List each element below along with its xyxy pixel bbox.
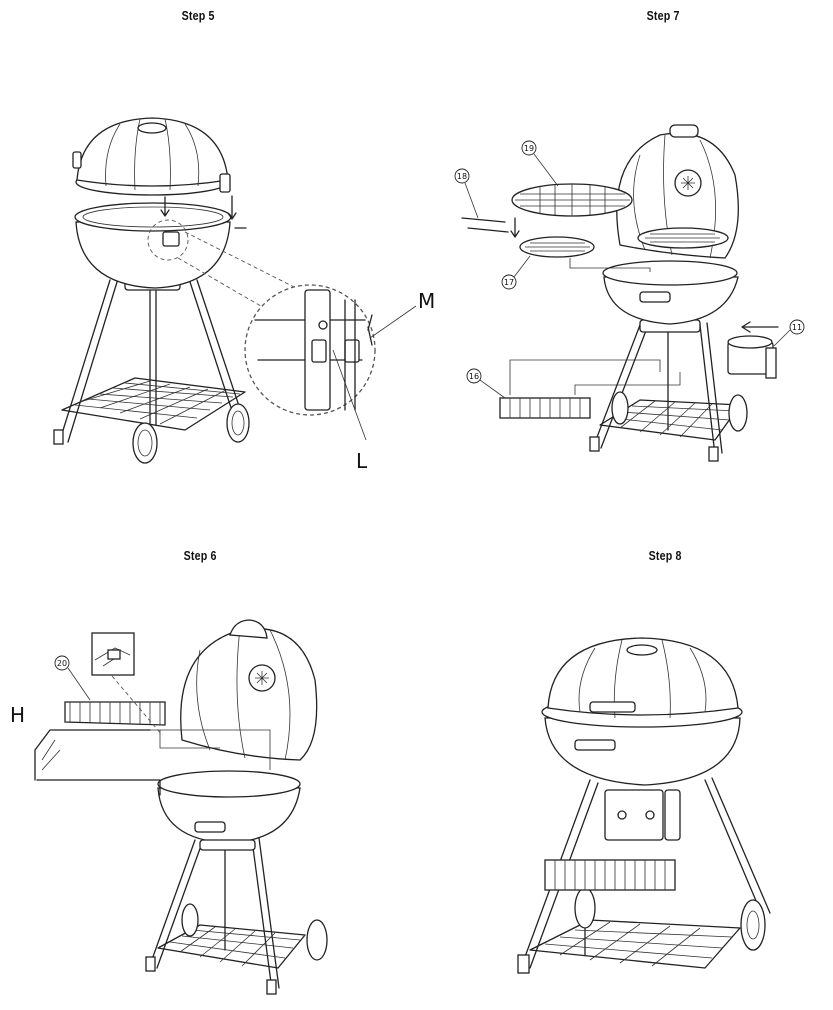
step-5-title: Step 5 <box>181 8 215 23</box>
svg-text:20: 20 <box>57 659 67 668</box>
wheel-right <box>740 899 766 951</box>
step-8-illustration <box>517 637 771 974</box>
wheel-right <box>226 403 250 443</box>
kettle-lid-open <box>180 628 318 761</box>
leg-foot-left <box>53 429 64 445</box>
callout-20 <box>54 655 70 671</box>
tool-basket <box>544 859 676 891</box>
step-7-illustration: 19 18 17 16 11 <box>454 124 805 462</box>
kettle-bowl <box>75 221 231 289</box>
bottom-grate <box>529 919 741 969</box>
label-m: M <box>418 289 435 313</box>
ash-pan <box>604 789 664 841</box>
kettle-bowl <box>603 276 739 325</box>
label-h: H <box>10 703 25 727</box>
bowl-rim <box>157 770 301 798</box>
step-6-title: Step 6 <box>183 548 217 563</box>
bowl-handle-bracket <box>162 231 180 247</box>
step-5-illustration: M L <box>53 117 435 473</box>
callout-19 <box>521 140 537 156</box>
svg-text:16: 16 <box>469 372 479 381</box>
kettle-lid <box>547 637 739 716</box>
kettle-bowl <box>544 717 741 786</box>
bowl-rim <box>602 260 738 286</box>
label-l: L <box>356 449 368 473</box>
lid-vent <box>626 644 658 656</box>
callout-11 <box>789 319 805 335</box>
svg-text:18: 18 <box>457 172 467 181</box>
kettle-lid-open <box>616 132 739 259</box>
lid-handle <box>589 701 636 713</box>
step-7-title: Step 7 <box>646 8 680 23</box>
lid-vent <box>137 122 167 134</box>
step-8-title: Step 8 <box>648 548 682 563</box>
tool-basket <box>499 397 591 419</box>
step-6-illustration: H 20 <box>10 619 328 995</box>
callout-17 <box>501 274 517 290</box>
svg-text:19: 19 <box>524 144 534 153</box>
callout-16 <box>466 368 482 384</box>
kettle-lid <box>76 117 229 187</box>
svg-text:11: 11 <box>792 323 802 332</box>
wheel-left <box>132 422 158 464</box>
callout-18 <box>454 168 470 184</box>
svg-text:17: 17 <box>504 278 514 287</box>
